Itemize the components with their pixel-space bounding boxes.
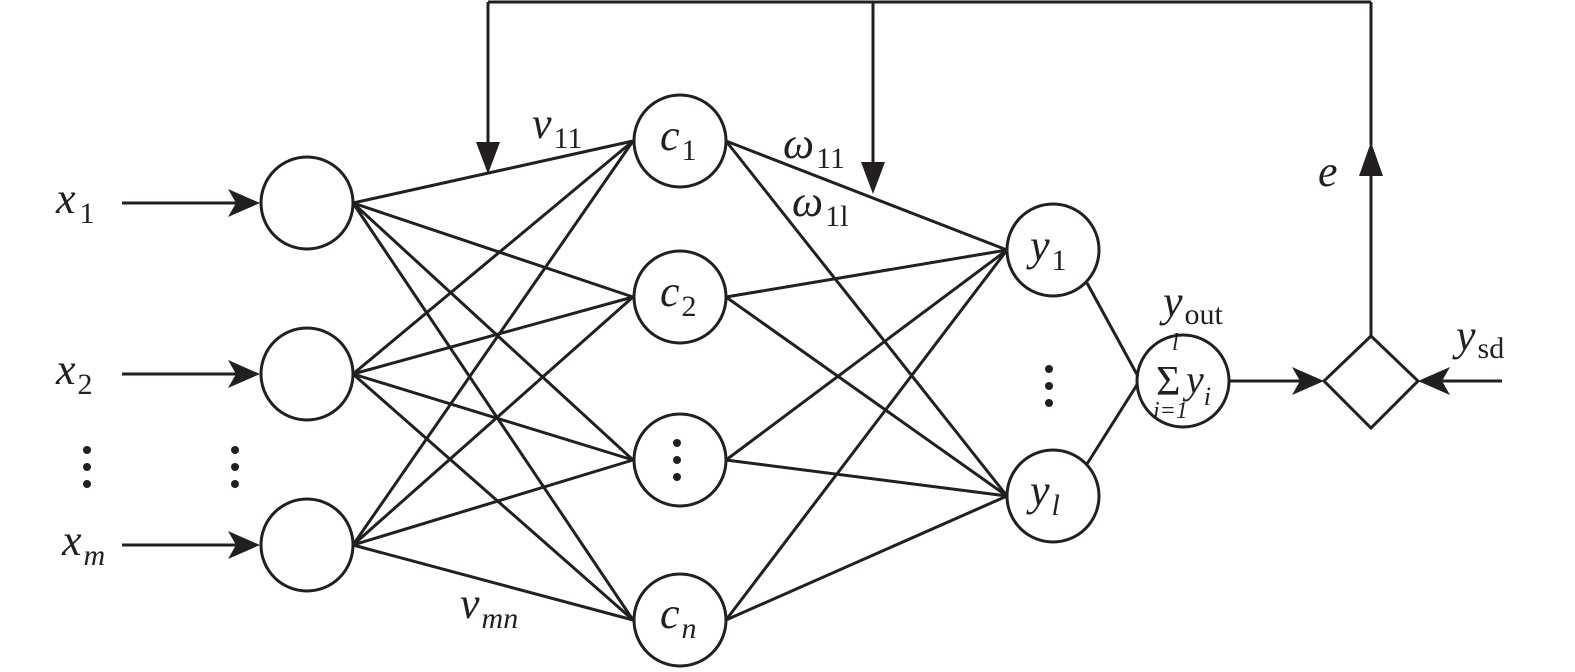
weight-label-v11: v11	[532, 99, 582, 155]
input-label-x2: x2	[55, 345, 93, 401]
input-node-ellipsis	[231, 446, 239, 488]
arrow-icon	[228, 189, 260, 217]
input-node-m	[259, 497, 355, 593]
output-node-y1	[1005, 202, 1101, 298]
edge-input-0-hidden-3	[351, 202, 635, 621]
error-arrow-icon	[1359, 142, 1383, 176]
edge-input-1-hidden-0	[352, 139, 634, 376]
yl-to-sum-line	[1085, 379, 1142, 465]
edge-hidden-0-output-1	[724, 140, 1009, 497]
hidden-label-cn: cn	[660, 589, 697, 645]
sum-node	[1135, 333, 1231, 429]
output-label-y1: y1	[1026, 221, 1067, 277]
input-node-1	[259, 155, 355, 251]
edge-hidden-1-output-1	[725, 295, 1008, 498]
hidden-node-c2	[632, 249, 728, 345]
output-ellipsis	[1045, 365, 1053, 407]
edge-hidden-2-output-1	[725, 458, 1008, 498]
edge-hidden-3-output-1	[725, 494, 1008, 622]
feedback-arrow-v-icon	[476, 142, 500, 174]
hidden-node-c1	[632, 93, 728, 189]
hidden-label-c2: c2	[660, 267, 697, 323]
edge-input-1-hidden-3	[352, 372, 634, 622]
hidden-node-cn	[632, 572, 728, 668]
weight-label-w11: ω11	[783, 119, 845, 175]
sum-upper-limit: l	[1172, 330, 1179, 356]
y1-to-sum-line	[1085, 282, 1142, 381]
edge-input-1-hidden-1	[352, 295, 634, 376]
edge-hidden-0-output-0	[725, 139, 1008, 252]
weight-label-vmn: vmn	[460, 579, 518, 635]
edge-input-2-hidden-0	[351, 140, 635, 546]
arrow-icon	[1418, 367, 1450, 395]
edge-input-2-hidden-1	[352, 295, 634, 547]
error-feedback-loop	[476, 0, 1383, 336]
weight-label-w1l: ω1l	[792, 177, 848, 233]
input-arrows	[122, 189, 260, 559]
yout-label: yout	[1159, 277, 1224, 331]
sum-formula: l Σ yi i=1	[1153, 330, 1211, 424]
input-label-xm: xm	[61, 516, 105, 572]
edge-hidden-2-output-0	[725, 248, 1008, 462]
feedback-arrow-w-icon	[861, 162, 885, 194]
arrow-icon	[228, 531, 260, 559]
hidden-ellipsis	[673, 439, 681, 481]
sum-term: yi	[1182, 357, 1211, 411]
output-node-yl	[1005, 448, 1101, 544]
error-label: e	[1318, 147, 1338, 196]
edge-input-2-hidden-2	[352, 458, 634, 547]
edge-hidden-3-output-0	[724, 249, 1009, 621]
output-label-yl: yl	[1026, 466, 1060, 522]
edge-input-2-hidden-3	[352, 543, 634, 622]
ysd-label: ysd	[1452, 311, 1504, 365]
sum-lower-limit: i=1	[1153, 398, 1188, 424]
arrow-icon	[1292, 367, 1324, 395]
edge-input-0-hidden-2	[351, 201, 635, 462]
input-hidden-connections	[351, 139, 635, 622]
comparator-diamond	[1321, 333, 1421, 431]
edge-input-0-hidden-0	[352, 139, 634, 205]
hidden-output-connections	[724, 139, 1009, 622]
input-ellipsis	[83, 446, 91, 488]
edge-hidden-1-output-0	[725, 248, 1008, 299]
sigma-icon: Σ	[1156, 359, 1180, 405]
hidden-label-c1: c1	[660, 111, 697, 167]
edge-input-1-hidden-2	[352, 372, 634, 462]
arrow-icon	[228, 360, 260, 388]
edge-input-0-hidden-1	[352, 201, 634, 299]
input-node-2	[259, 326, 355, 422]
